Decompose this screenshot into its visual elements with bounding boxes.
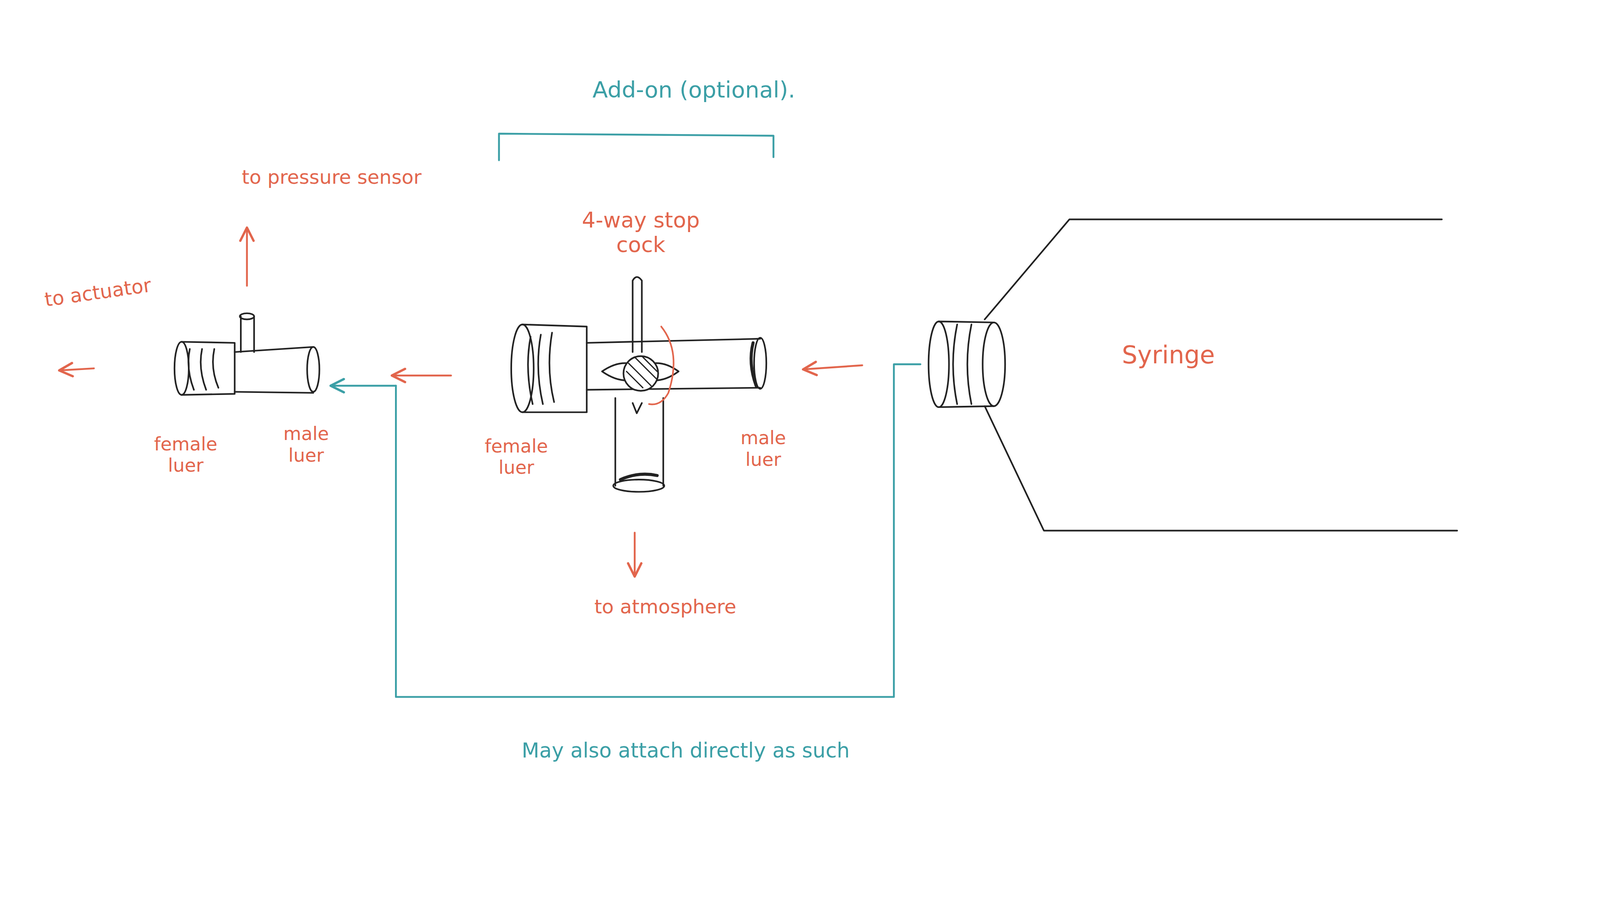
port-label: to atmosphere [594, 595, 737, 618]
stopcock-illustration [511, 277, 767, 493]
addon-bracket [499, 133, 774, 161]
addon-title: Add-on (optional). [592, 77, 796, 103]
syringe-body: Syringe [1109, 332, 1228, 378]
part-name: 4-way stop cock [579, 207, 703, 258]
note-text: May also attach directly as such [521, 739, 850, 763]
fitting-label: male luer [727, 427, 799, 470]
fitting-label: male luer [270, 423, 342, 466]
part-name: Syringe [1121, 340, 1215, 370]
flow-arrows [59, 227, 863, 577]
port-label: to pressure sensor [241, 166, 422, 189]
fitting-label: female luer [475, 435, 558, 478]
direct-attach-line [330, 364, 921, 697]
syringe-outline [928, 219, 1458, 531]
fitting-label: female luer [145, 434, 227, 477]
t-connector-illustration [174, 313, 320, 395]
port-label: to actuator [43, 274, 153, 312]
